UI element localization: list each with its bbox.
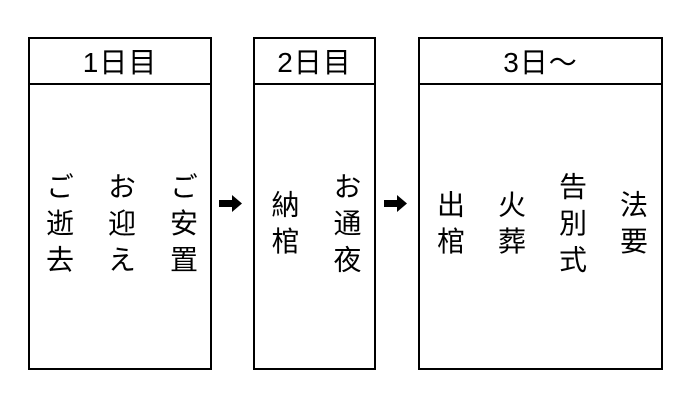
stage-item: ご逝去 xyxy=(43,171,74,282)
stage-item: 出棺 xyxy=(434,190,465,263)
stage-body-day2: 納棺 お通夜 xyxy=(255,85,374,368)
stage-title-day3: 3日〜 xyxy=(420,39,661,85)
right-arrow-icon xyxy=(384,195,407,212)
right-arrow-icon xyxy=(219,195,242,212)
stage-body-day1: ご逝去 お迎え ご安置 xyxy=(30,85,210,368)
stage-item: 告別式 xyxy=(556,171,587,282)
stage-item: ご安置 xyxy=(167,171,198,282)
stage-box-day3: 3日〜 出棺 火葬 告別式 法要 xyxy=(418,37,663,370)
stage-box-day1: 1日目 ご逝去 お迎え ご安置 xyxy=(28,37,212,370)
stage-item: 納棺 xyxy=(268,190,300,263)
stage-item: 法要 xyxy=(617,190,648,263)
stage-title-day2: 2日目 xyxy=(255,39,374,85)
stage-box-day2: 2日目 納棺 お通夜 xyxy=(253,37,376,370)
stage-item: お通夜 xyxy=(330,171,362,282)
stage-item: お迎え xyxy=(105,171,136,282)
stage-body-day3: 出棺 火葬 告別式 法要 xyxy=(420,85,661,368)
stage-title-day1: 1日目 xyxy=(30,39,210,85)
stage-item: 火葬 xyxy=(495,190,526,263)
